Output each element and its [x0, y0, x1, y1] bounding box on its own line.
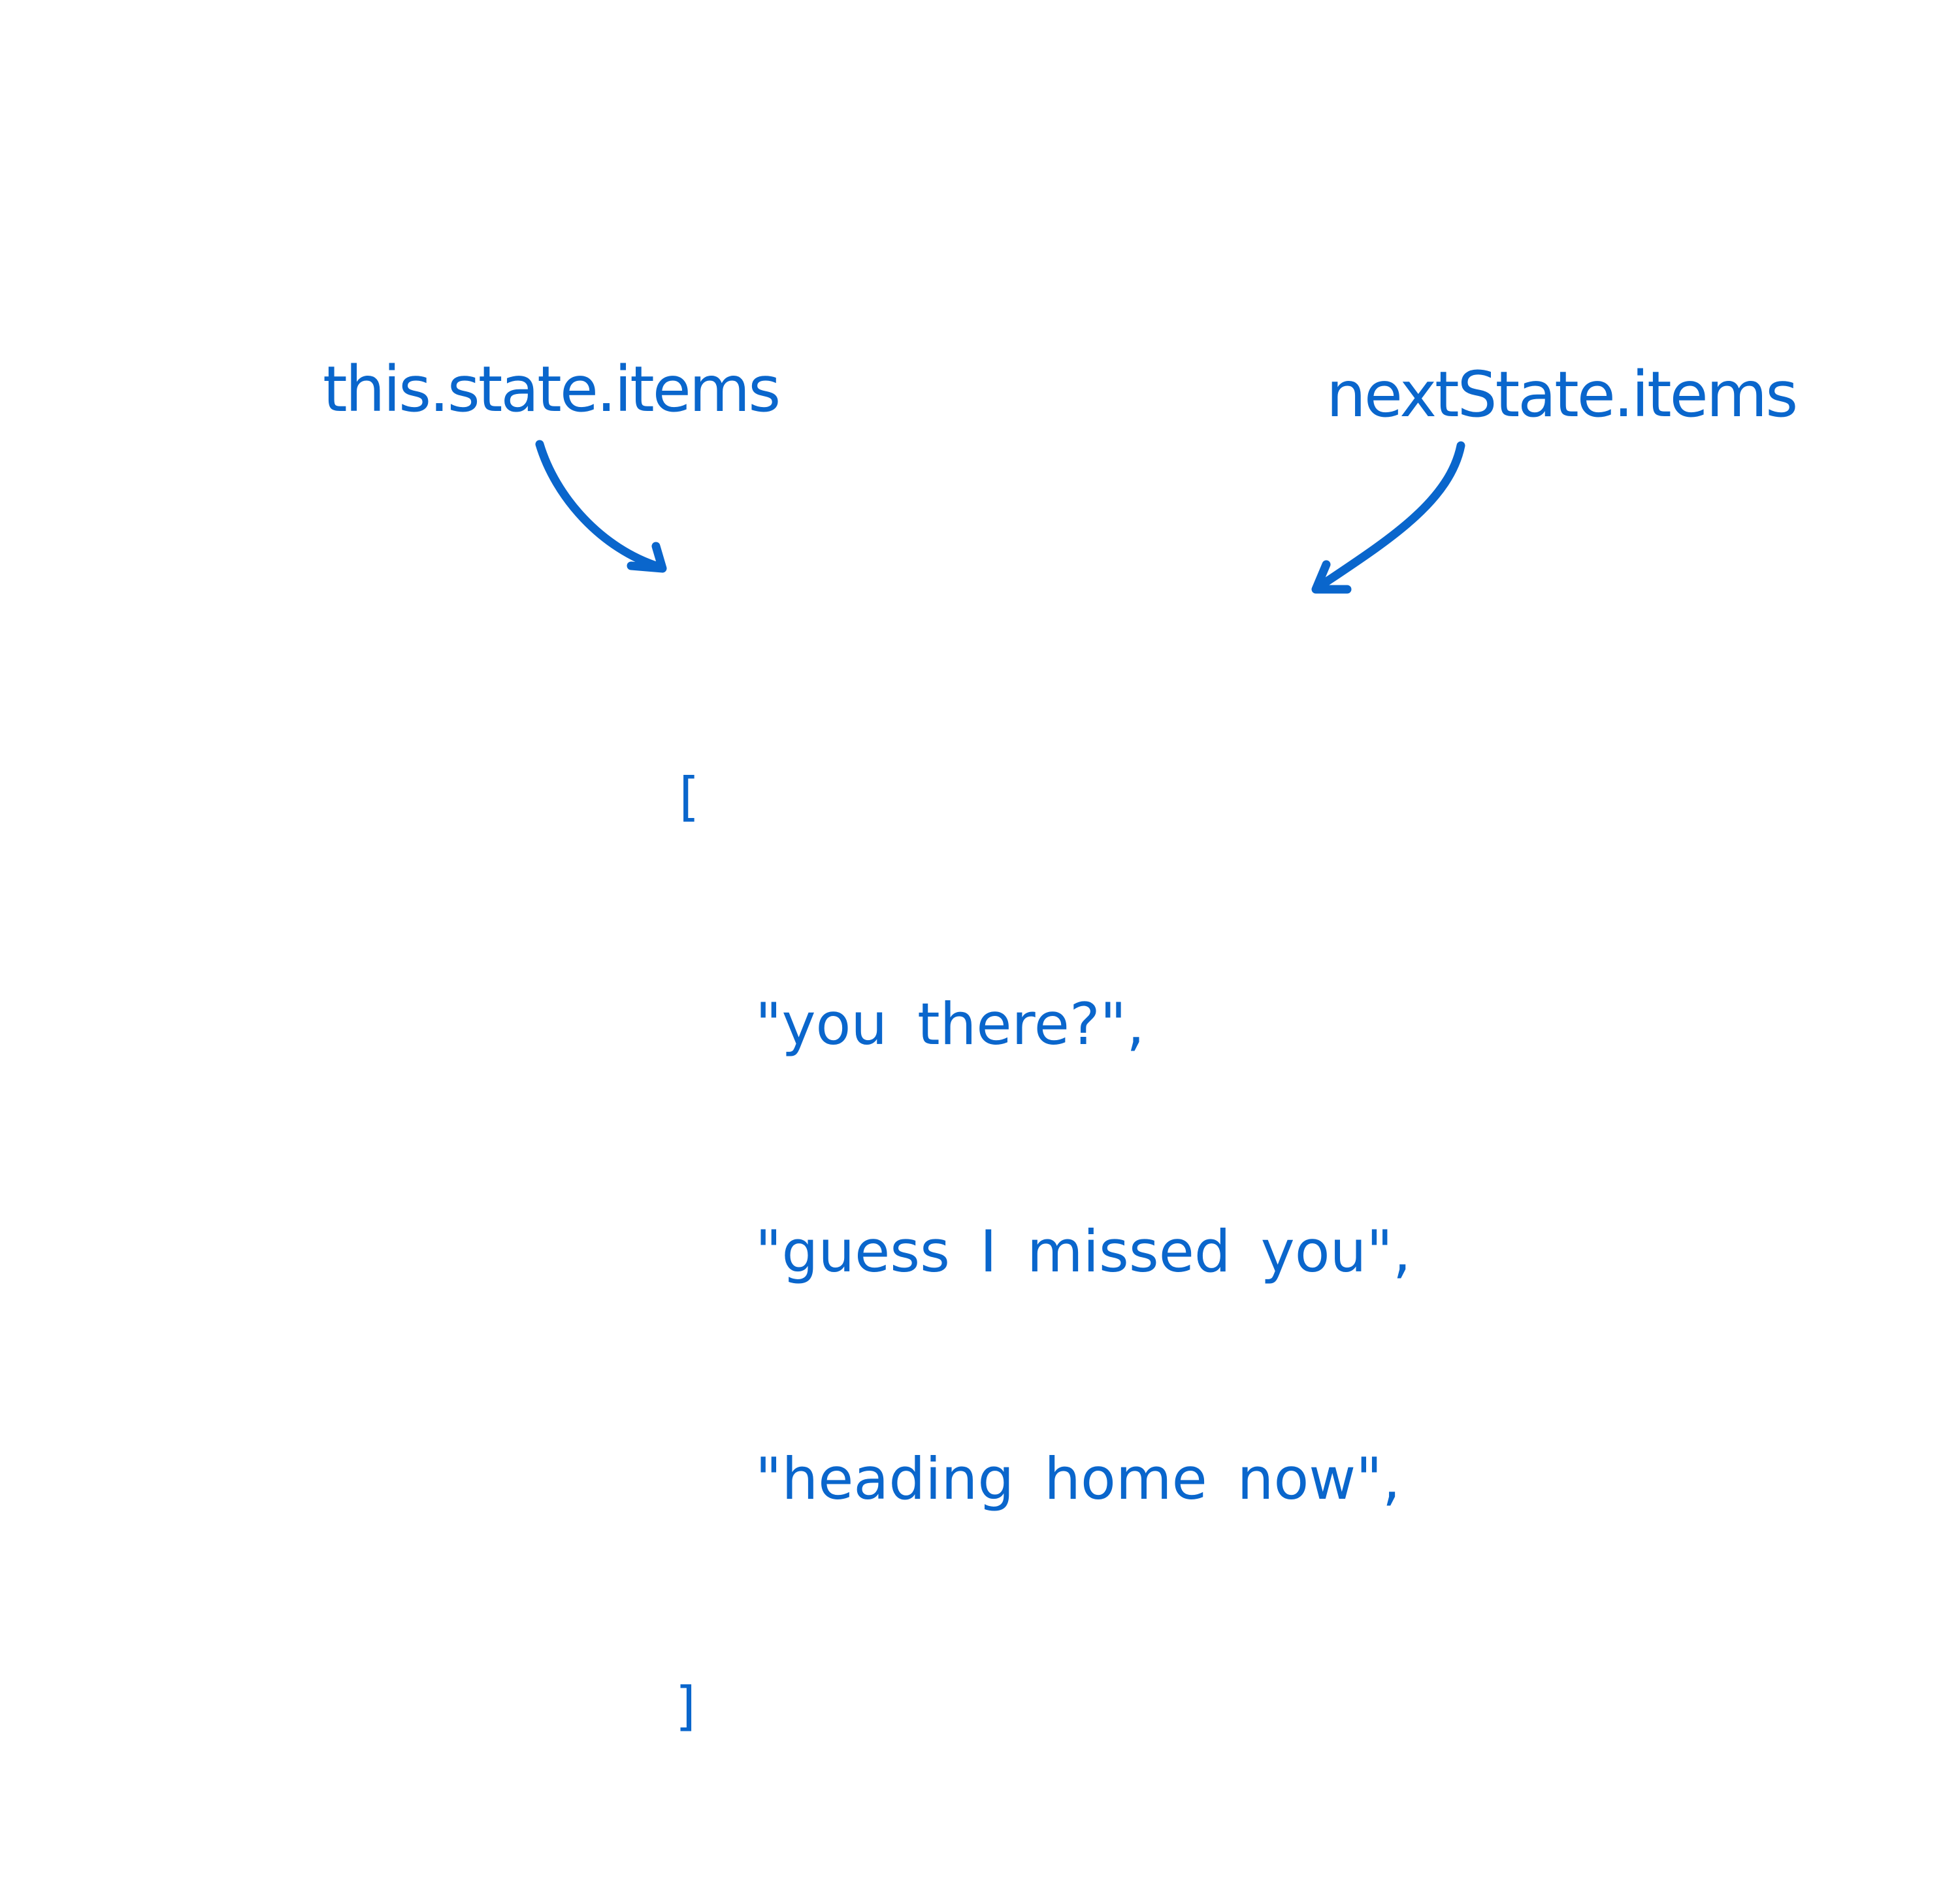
right-arrow-icon [1311, 441, 1465, 594]
array-literal: [ "you there?", "guess I missed you", "h… [672, 608, 1411, 1896]
diagram-canvas: this.state.items nextState.items [ "you … [323, 353, 1798, 1737]
array-item: "heading home now", [755, 1445, 1401, 1512]
left-arrow-icon [535, 440, 667, 573]
close-bracket: ] [672, 1676, 704, 1737]
array-item: "guess I missed you", [755, 1218, 1411, 1285]
label-next-state-items: nextState.items [1326, 358, 1798, 431]
label-this-state-items: this.state.items [323, 353, 781, 426]
open-bracket: [ [672, 766, 704, 827]
array-item: "you there?", [755, 990, 1145, 1058]
